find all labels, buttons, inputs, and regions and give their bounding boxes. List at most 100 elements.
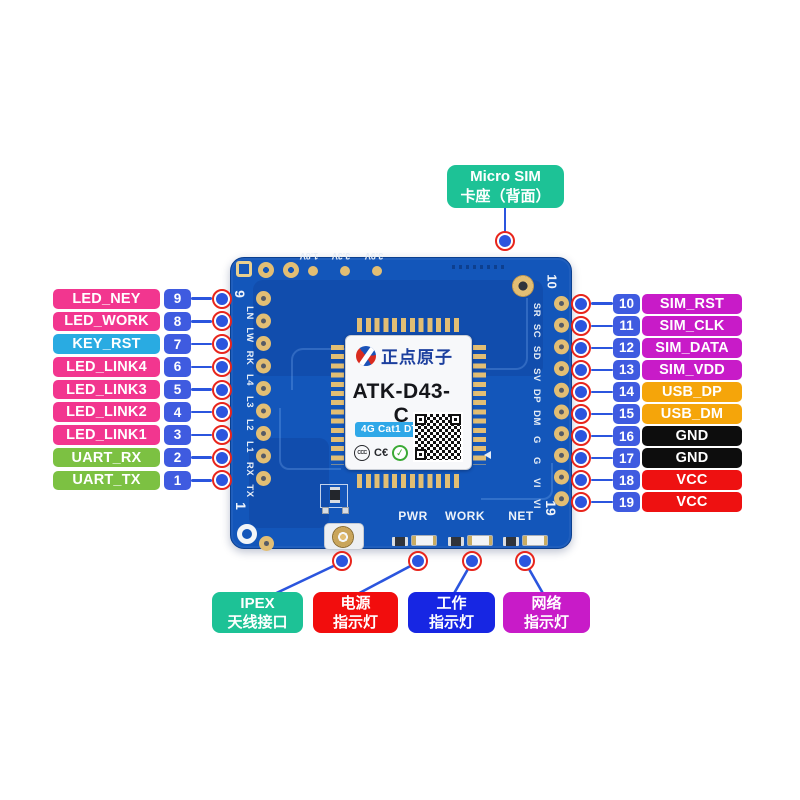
pin-marker [571,470,591,491]
callout-line1: 电源 [340,595,371,612]
module-badge: 4G Cat1 DTU [355,422,432,437]
pin-row: 14 USB_DP [571,381,742,402]
callout-line [591,478,613,482]
pin-holes-right [559,301,564,306]
pcb-trace [481,463,553,500]
callout-line [591,412,613,416]
ipex-marker [332,551,352,571]
module-pads-right [473,345,486,465]
power-led-callout: 电源 指示灯 [313,592,398,633]
callout-line [591,390,613,394]
pin-number-badge: 12 [613,338,640,358]
ipex-ring [332,526,354,548]
smd-component [342,507,349,514]
callout-line [191,320,212,323]
pin-number-badge: 14 [613,382,640,402]
pin-row: LED_WORK 8 [53,311,232,332]
callout-line [591,346,613,350]
work-led [467,535,493,546]
callout-line1: 工作 [436,595,467,612]
power-led [411,535,437,546]
pin-label: LED_LINK4 [53,357,160,377]
mounting-hole [512,275,534,297]
callout-line [591,302,613,306]
pin-row: LED_NEY 9 [53,288,232,309]
pin-label: USB_DM [642,404,742,424]
pin-label: LED_WORK [53,311,160,332]
callout-line2: 卡座（背面） [460,188,551,205]
pin-label: USB_DP [642,382,742,402]
brand-text: 正点原子 [381,348,453,367]
pin-row: 17 GND [571,448,742,469]
silkscreen-pwr: PWR [398,509,428,523]
pin-marker [571,403,591,424]
pin-label: SIM_DATA [642,338,742,358]
callout-line [503,207,507,233]
pcb-trace [279,408,341,470]
callout-line1: 网络 [531,595,562,612]
pin-marker [212,379,232,400]
pin-number-badge: 13 [613,360,640,380]
pin-row: 10 SIM_RST [571,293,742,314]
pin-number-badge: 5 [164,379,191,400]
mounting-hole [237,524,257,544]
atk-d43c-module: 正点原子 ATK-D43-C 4G Cat1 DTU CCC C€ ✓ [345,335,472,470]
pin-label: LED_LINK2 [53,402,160,422]
pin-row: UART_TX 1 [53,470,232,491]
pin-label: VCC [642,492,742,512]
resistor [392,537,408,546]
pin-marker [571,315,591,336]
pin-marker [212,402,232,423]
pin-marker [571,381,591,402]
pin-marker [212,447,232,468]
pin-marker [212,288,232,309]
callout-line [191,342,212,346]
module-pads-left [331,345,344,465]
round-pad [259,536,274,551]
callout-line1: Micro SIM [470,168,541,185]
pcb-trace [486,298,528,370]
pin-number-badge: 15 [613,404,640,424]
net-led [522,535,548,546]
pin-row: 18 VCC [571,470,742,491]
pin-label: UART_TX [53,470,160,490]
pin-number-badge: 4 [164,402,191,422]
callout-line [191,456,212,459]
pin-marker [212,356,232,377]
pin-row: LED_LINK3 5 [53,379,232,400]
pin-number-badge: 17 [613,448,640,468]
pin-number-badge: 18 [613,470,640,490]
pin-row: LED_LINK2 4 [53,402,232,423]
pin-row: 16 GND [571,426,742,447]
callout-line [591,434,613,438]
pin-row: 15 USB_DM [571,403,742,424]
callout-line2: 指示灯 [523,614,569,631]
pin-label: LED_LINK1 [53,425,160,445]
pin-number-badge: 1 [164,470,191,490]
smd-component [330,487,340,503]
silkscreen-work: WORK [445,509,485,523]
pin-label: SIM_RST [642,294,742,314]
resistor [503,537,519,546]
ipex-callout: IPEX 天线接口 [212,592,303,633]
module-model: ATK-D43-C [352,380,451,427]
pin-label: SIM_VDD [642,360,742,380]
pin-number-badge: 2 [164,447,191,468]
square-pad [236,261,252,277]
callout-line [591,324,613,328]
pin-row: 12 SIM_DATA [571,337,742,358]
pin-marker [571,337,591,358]
pin-row: 13 SIM_VDD [571,359,742,380]
work-led-callout: 工作 指示灯 [408,592,495,633]
round-pad [283,262,299,278]
pin-holes-left [261,296,266,301]
callout-line [191,433,212,437]
net-led-callout: 网络 指示灯 [503,592,590,633]
pin-row: UART_RX 2 [53,447,232,468]
pin-row: 11 SIM_CLK [571,315,742,336]
pin-row: LED_LINK4 6 [53,356,232,377]
silkscreen-outline [320,484,348,508]
pin-row: 19 VCC [571,492,742,513]
pin-number-badge: 10 [613,294,640,314]
